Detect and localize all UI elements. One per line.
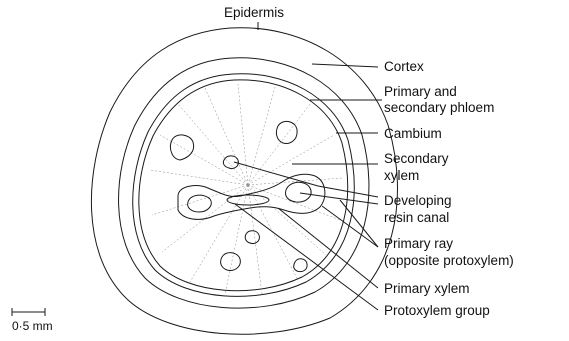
label-secondary-xylem-line1: Secondary [384,151,449,166]
label-phloem-line2: secondary phloem [384,100,494,115]
primary-xylem-band [178,174,325,219]
resin-canal-top-left [170,135,193,160]
scale-bar-label: 0·5 mm [12,319,53,333]
label-cambium: Cambium [384,126,442,141]
label-secondary-xylem-line2: xylem [384,168,419,183]
resin-canal-bottom-right [294,259,307,272]
label-protoxylem-group: Protoxylem group [384,303,490,318]
primary-xylem-lobe-left [188,195,212,212]
label-epidermis: Epidermis [224,5,284,20]
resin-canal-lower-center [245,231,259,244]
protoxylem-group-ellipse [227,195,269,205]
label-resin-canal-line1: Developing [384,193,452,208]
resin-canal-top-right [276,121,297,143]
scale-bar: 0·5 mm [12,308,53,333]
label-primary-ray-line2: (opposite protoxylem) [384,253,514,268]
leader-lines [234,22,382,310]
label-phloem-line1: Primary and [384,84,457,99]
label-resin-canal-line2: resin canal [384,210,449,225]
developing-resin-canal [285,182,311,202]
label-primary-xylem: Primary xylem [384,281,470,296]
label-cortex: Cortex [384,59,424,74]
label-primary-ray-line1: Primary ray [384,236,453,251]
